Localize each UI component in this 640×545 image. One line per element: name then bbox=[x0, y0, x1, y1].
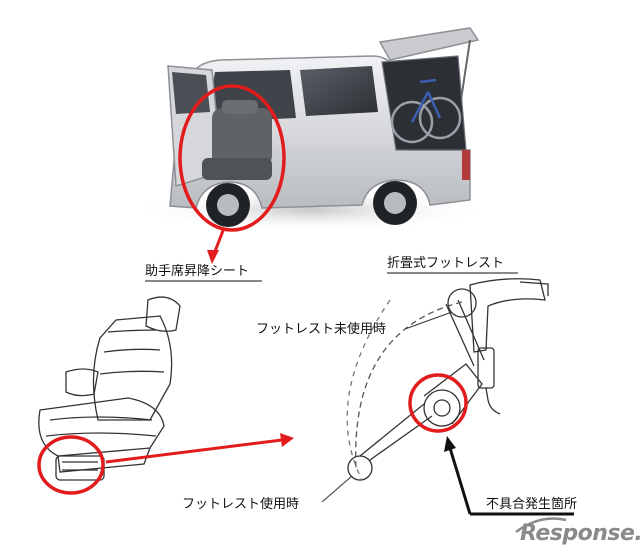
footrest-highlight-circle bbox=[37, 435, 105, 495]
logo-text: Response. bbox=[520, 521, 640, 545]
footrest-unused-label: フットレスト未使用時 bbox=[256, 321, 386, 337]
seat-arrow bbox=[207, 227, 226, 264]
seat-caption: 助手席昇降シート bbox=[145, 263, 249, 279]
car-illustration bbox=[130, 27, 490, 232]
footrest-detail-drawing bbox=[346, 278, 549, 481]
defect-location-label: 不具合発生箇所 bbox=[486, 496, 577, 512]
swivel-seat bbox=[202, 100, 272, 180]
defect-highlight-circle bbox=[408, 373, 468, 433]
footrest-caption: 折畳式フットレスト bbox=[387, 256, 504, 271]
front-wheel bbox=[206, 183, 250, 227]
detail-arrow bbox=[105, 433, 294, 464]
bicycle-in-cargo bbox=[390, 78, 462, 144]
defect-pointer bbox=[444, 436, 574, 516]
rear-hatch-door bbox=[378, 27, 480, 61]
tail-lamp bbox=[462, 150, 470, 180]
response-logo: Response. bbox=[515, 517, 640, 545]
door-window-glass bbox=[172, 72, 210, 114]
footrest-used-label: フットレスト使用時 bbox=[182, 496, 299, 512]
unused-leader-line bbox=[404, 311, 453, 330]
rear-wheel bbox=[373, 181, 417, 225]
seat-line-drawing bbox=[38, 296, 181, 481]
used-leader-line bbox=[321, 475, 353, 503]
logo-swoosh bbox=[515, 517, 567, 534]
rear-side-window bbox=[300, 66, 378, 116]
seat-highlight-circle bbox=[178, 84, 286, 232]
